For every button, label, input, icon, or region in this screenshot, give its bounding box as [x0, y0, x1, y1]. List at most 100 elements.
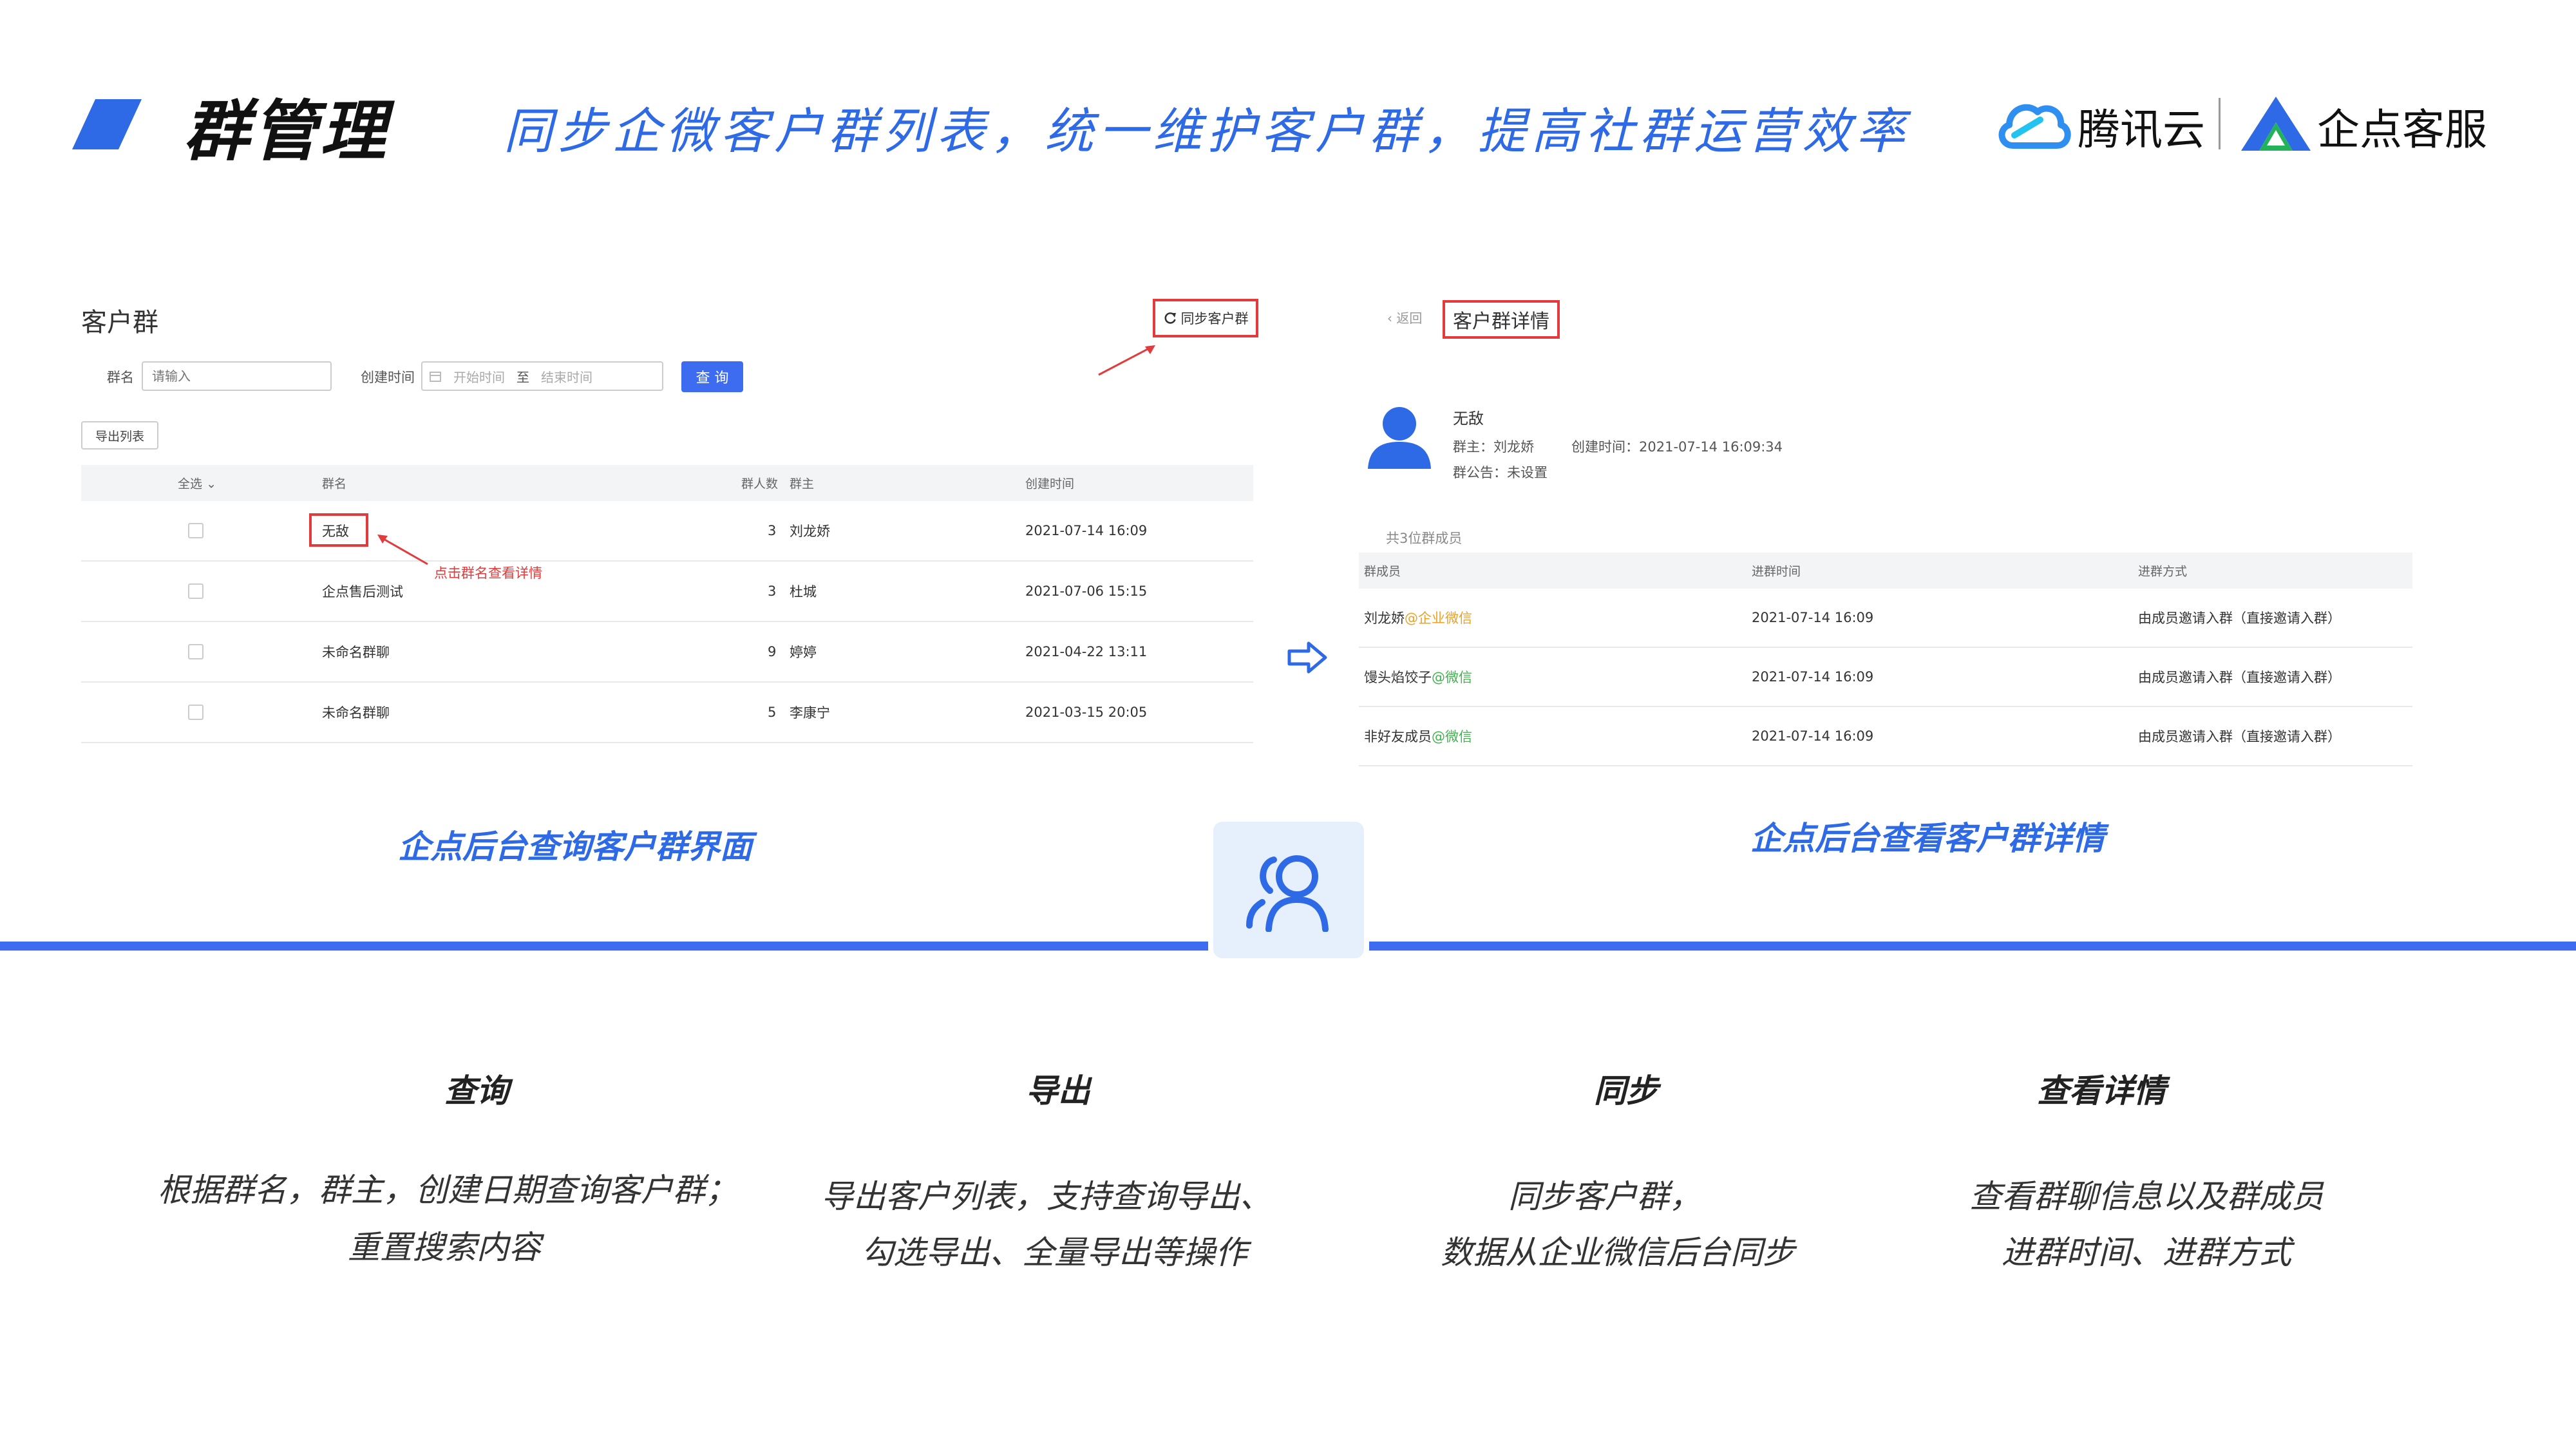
table-row: 无敌 3 刘龙娇 2021-07-14 16:09	[81, 501, 1253, 562]
feature-details-title: 查看详情	[2037, 1072, 2166, 1110]
group-detail-title: 客户群详情	[1443, 300, 1560, 339]
table-row: 非好友成员@微信 2021-07-14 16:09 由成员邀请入群（直接邀请入群…	[1359, 707, 2412, 766]
date-start-placeholder: 开始时间	[453, 369, 505, 385]
row-checkbox[interactable]	[188, 523, 204, 538]
group-name-link[interactable]: 未命名群聊	[322, 645, 390, 660]
back-link[interactable]: ‹ 返回	[1387, 310, 1423, 326]
feature-sync-title: 同步	[1594, 1072, 1658, 1110]
header-join-method: 进群方式	[2138, 564, 2188, 579]
table-row: 馒头焰饺子@微信 2021-07-14 16:09 由成员邀请入群（直接邀请入群…	[1359, 648, 2412, 707]
row-checkbox[interactable]	[188, 705, 204, 720]
created-time-range-picker[interactable]: 开始时间 至 结束时间	[421, 361, 663, 391]
group-name-link[interactable]: 无敌	[322, 524, 349, 539]
export-list-button[interactable]: 导出列表	[81, 421, 158, 450]
tencent-cloud-logo-icon	[1998, 104, 2071, 149]
chevron-down-icon: ⌄	[206, 477, 216, 491]
qidian-logo-text: 企点客服	[2317, 105, 2487, 155]
header-join-time: 进群时间	[1752, 564, 1801, 579]
group-name-input[interactable]	[142, 361, 332, 391]
annotation-click-group-name: 点击群名查看详情	[434, 565, 542, 581]
created-time: 2021-03-15 20:05	[1025, 705, 1148, 720]
date-to-label: 至	[516, 369, 529, 385]
select-all-toggle[interactable]: 全选 ⌄	[178, 477, 216, 491]
owner: 刘龙娇	[790, 524, 830, 539]
header-group-name: 群名	[322, 477, 347, 491]
header-member: 群成员	[1364, 564, 1401, 579]
join-time: 2021-07-14 16:09	[1752, 728, 1874, 744]
join-method: 由成员邀请入群（直接邀请入群）	[2138, 729, 2341, 744]
annotation-arrow-sync	[1098, 345, 1155, 376]
table-row: 企点售后测试 3 杜城 2021-07-06 15:15	[81, 562, 1253, 622]
feature-query-desc-line2: 重置搜索内容	[348, 1229, 541, 1266]
title-slash-decoration	[72, 99, 142, 149]
feature-query-desc-line1: 根据群名，群主，创建日期查询客户群；	[158, 1171, 737, 1209]
refresh-icon	[1164, 312, 1176, 324]
feature-export-desc-line2: 勾选导出、全量导出等操作	[861, 1234, 1247, 1271]
member-count: 3	[768, 523, 777, 538]
arrow-right-icon	[1287, 641, 1327, 674]
member-name: 馒头焰饺子@微信	[1364, 670, 1472, 685]
member-source-tag: @微信	[1432, 670, 1472, 685]
group-users-icon-tile	[1208, 817, 1369, 963]
group-owner: 群主：刘龙娇	[1453, 439, 1534, 455]
tencent-cloud-logo-text: 腾讯云	[2078, 105, 2205, 155]
group-name-link[interactable]: 企点售后测试	[322, 584, 403, 600]
group-name-label: 群名	[107, 370, 134, 385]
member-count: 9	[768, 644, 777, 659]
header-owner: 群主	[790, 477, 815, 491]
created-time: 2021-07-14 16:09	[1025, 523, 1148, 538]
search-button[interactable]: 查 询	[681, 361, 743, 392]
header-created-time: 创建时间	[1025, 477, 1075, 491]
member-table-header: 群成员 进群时间 进群方式	[1359, 553, 2412, 589]
row-checkbox[interactable]	[188, 644, 204, 659]
join-method: 由成员邀请入群（直接邀请入群）	[2138, 670, 2341, 685]
feature-export-title: 导出	[1026, 1072, 1090, 1110]
member-name: 非好友成员@微信	[1364, 729, 1472, 744]
group-notice: 群公告：未设置	[1453, 465, 1548, 480]
table-row: 未命名群聊 9 婷婷 2021-04-22 13:11	[81, 622, 1253, 683]
feature-query-title: 查询	[444, 1072, 509, 1110]
calendar-icon	[430, 372, 441, 382]
group-created-time: 创建时间：2021-07-14 16:09:34	[1571, 439, 1783, 455]
group-avatar-icon	[1368, 407, 1431, 469]
table-row: 未命名群聊 5 李康宁 2021-03-15 20:05	[81, 683, 1253, 743]
member-count: 3	[768, 583, 777, 599]
feature-export-desc-line1: 导出客户列表，支持查询导出、	[821, 1178, 1272, 1215]
chevron-left-icon: ‹	[1387, 310, 1397, 326]
member-source-tag: @微信	[1432, 729, 1472, 744]
created-time: 2021-07-06 15:15	[1025, 583, 1148, 599]
users-icon	[1246, 855, 1329, 932]
member-name: 刘龙娇@企业微信	[1364, 611, 1472, 626]
logo-divider	[2219, 98, 2221, 149]
customer-group-title: 客户群	[81, 308, 158, 337]
feature-sync-desc-line1: 同步客户群，	[1508, 1178, 1701, 1215]
feature-details-desc-line1: 查看群聊信息以及群成员	[1969, 1178, 2324, 1215]
group-table-header: 全选 ⌄ 群名 群人数 群主 创建时间	[81, 465, 1253, 501]
group-name-link[interactable]: 未命名群聊	[322, 705, 390, 721]
date-end-placeholder: 结束时间	[541, 369, 592, 385]
sync-customer-group-button[interactable]: 同步客户群	[1153, 299, 1258, 337]
page-subtitle: 同步企微客户群列表，统一维护客户群，提高社群运营效率	[504, 102, 1910, 160]
created-time-label: 创建时间	[361, 370, 415, 385]
group-name: 无敌	[1453, 410, 1484, 428]
annotation-arrow-group-name	[377, 535, 428, 565]
join-time: 2021-07-14 16:09	[1752, 669, 1874, 685]
row-checkbox[interactable]	[188, 583, 204, 599]
table-row: 刘龙娇@企业微信 2021-07-14 16:09 由成员邀请入群（直接邀请入群…	[1359, 589, 2412, 648]
created-time: 2021-04-22 13:11	[1025, 644, 1148, 659]
member-count-label: 共3位群成员	[1386, 531, 1463, 546]
qidian-logo-icon	[2241, 97, 2311, 151]
owner: 婷婷	[790, 645, 817, 660]
feature-details-desc-line2: 进群时间、进群方式	[2002, 1234, 2291, 1271]
join-method: 由成员邀请入群（直接邀请入群）	[2138, 611, 2341, 626]
feature-sync-desc-line2: 数据从企业微信后台同步	[1441, 1234, 1795, 1271]
owner: 杜城	[790, 584, 817, 600]
owner: 李康宁	[790, 705, 830, 721]
right-panel-caption: 企点后台查看客户群详情	[1750, 820, 2105, 857]
header-member-count: 群人数	[741, 477, 779, 491]
member-count: 5	[768, 705, 777, 720]
sync-button-label: 同步客户群	[1180, 311, 1249, 327]
join-time: 2021-07-14 16:09	[1752, 610, 1874, 625]
page-title: 群管理	[184, 93, 388, 170]
group-name-highlight-box	[309, 513, 368, 547]
